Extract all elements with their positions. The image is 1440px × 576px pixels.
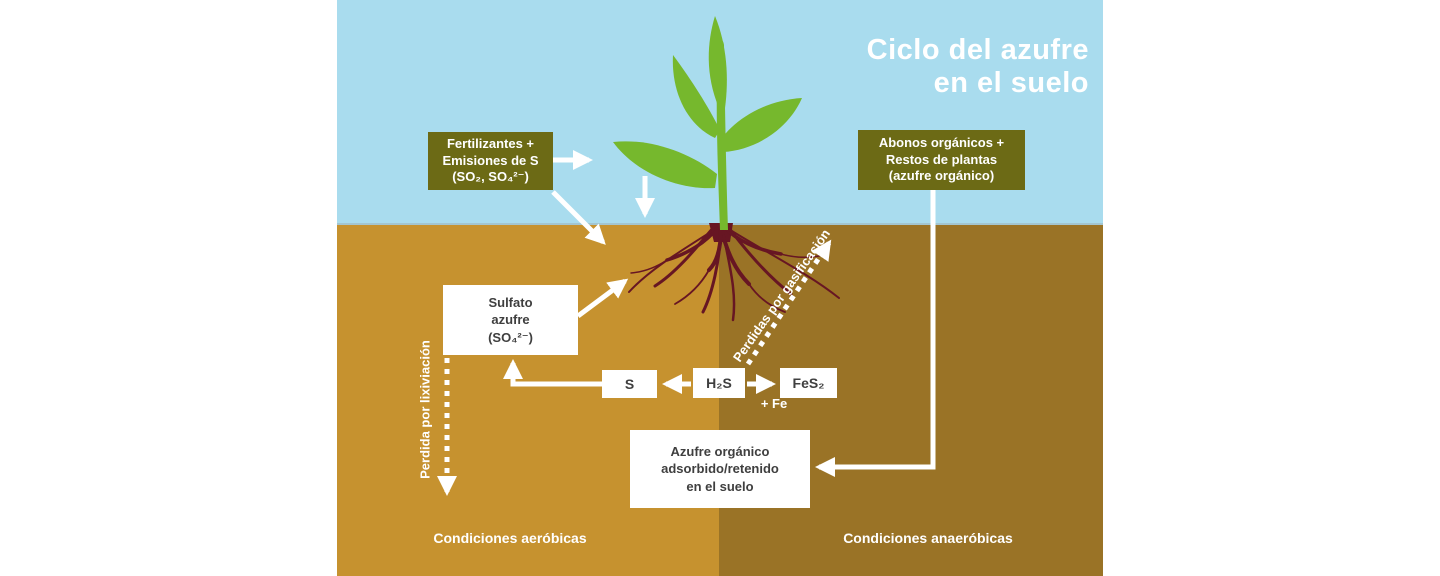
box-azufre-organico: Azufre orgánico adsorbido/retenido en el… [630, 430, 810, 508]
ground-line [337, 223, 1103, 225]
fe-reaction-label: + Fe [760, 396, 788, 411]
leaching-loss-label: Perdida por lixiviación [417, 340, 433, 479]
anaerobic-zone-label: Condiciones anaeróbicas [843, 530, 1013, 546]
diagram-stage: Ciclo del azufre en el suelo Fertilizant… [337, 0, 1103, 576]
box-sulfato-azufre: Sulfato azufre (SO₄²⁻) [443, 285, 578, 355]
diagram-title: Ciclo del azufre en el suelo [866, 34, 1089, 99]
aerobic-soil-region [337, 225, 719, 576]
box-abonos-organicos: Abonos orgánicos + Restos de plantas (az… [858, 130, 1025, 190]
box-fes2: FeS₂ [780, 368, 837, 398]
aerobic-zone-label: Condiciones aeróbicas [433, 530, 587, 546]
box-s: S [602, 370, 657, 398]
box-h2s: H₂S [693, 368, 745, 398]
box-fertilizantes: Fertilizantes + Emisiones de S (SO₂, SO₄… [428, 132, 553, 190]
